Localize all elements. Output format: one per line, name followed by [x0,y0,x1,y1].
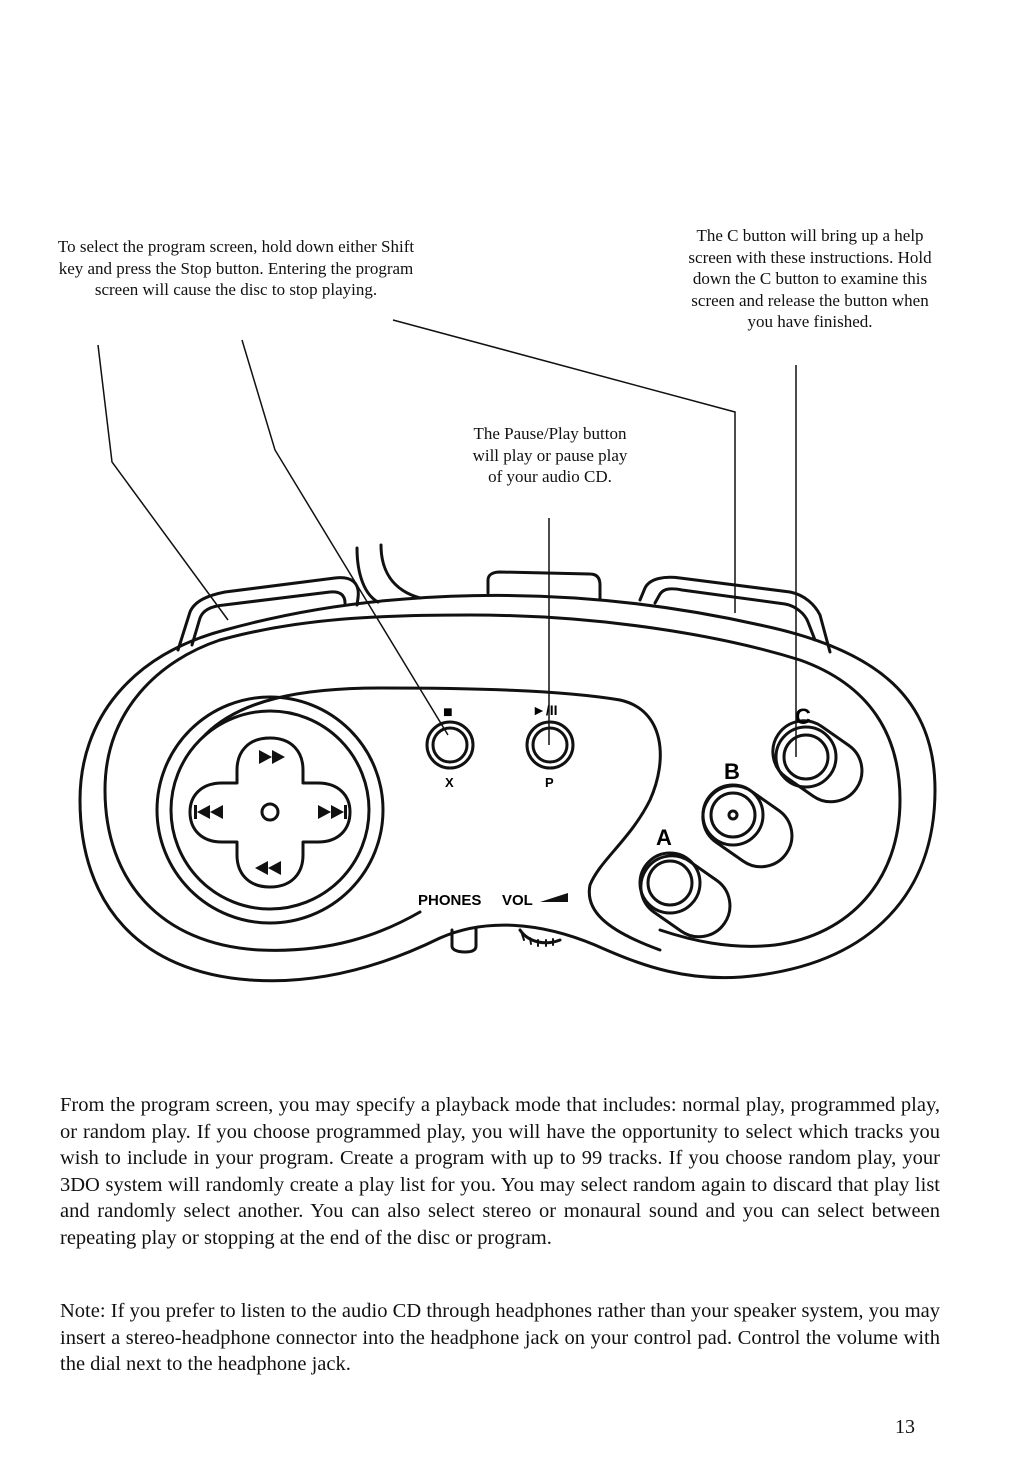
skip-forward-icon [318,805,331,819]
skip-back-icon [194,805,197,819]
c-label: C [795,704,811,729]
page-number: 13 [895,1416,915,1438]
p-label: P [545,775,554,790]
rewind-icon [255,861,268,875]
controller-face [218,613,902,948]
top-center-button [486,570,602,600]
vol-label: VOL [502,892,533,909]
b-button [701,783,765,847]
callout-leaders [97,319,797,757]
leader-left-shoulder [97,344,229,621]
a-button [638,851,702,915]
headphone-jack [450,926,478,954]
fast-forward-icon [259,750,272,764]
callout-select-program: To select the program screen, hold down … [57,237,415,299]
a-button-well [639,854,732,939]
phones-label: PHONES [418,892,481,909]
button-panel [203,686,662,952]
stop-x-button [425,720,475,770]
c-button [774,725,838,789]
cable [355,546,380,604]
body-paragraph-note: Note: If you prefer to listen to the aud… [60,1300,940,1375]
stop-symbol-label: ■ [443,704,453,721]
body-paragraph-main: From the program screen, you may specify… [60,1094,940,1249]
leader-stop-button [241,339,449,736]
x-label: X [445,775,454,790]
callout-c-button: The C button will bring up a help screen… [688,226,932,331]
b-label: B [724,759,740,784]
dpad-center [260,802,280,822]
dpad-outer-ring [155,695,385,925]
dpad-inner-ring [169,709,371,911]
play-pause-p-button [525,720,575,770]
controller-shell [78,593,937,983]
left-shoulder-button [176,576,360,652]
dpad-arrows [194,750,568,902]
a-label: A [656,825,672,850]
leader-right-shoulder [392,319,736,613]
dpad [188,736,352,889]
play-pause-symbol-label: ►/II [532,702,558,718]
callout-pause-play: The Pause/Play button will play or pause… [472,424,628,486]
volume-wedge-icon [540,893,568,902]
